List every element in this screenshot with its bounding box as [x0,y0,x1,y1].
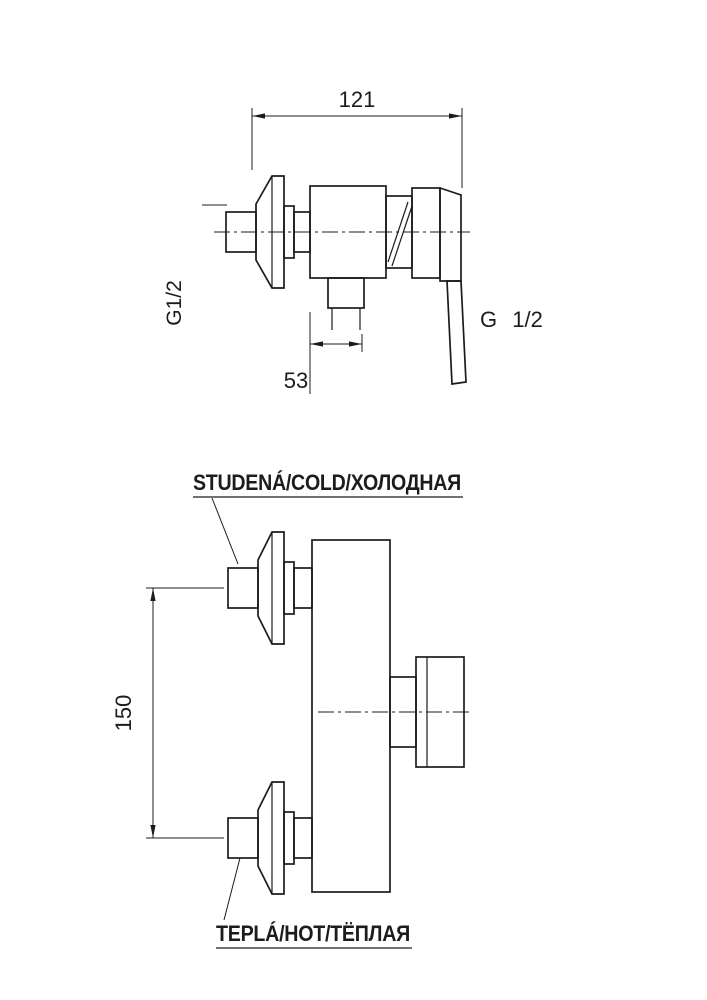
leader-line [223,857,241,921]
dimension-53-text: 53 [284,368,308,393]
cartridge-slant-line [387,201,409,263]
cold-inlet [227,531,313,645]
mixer-body-front [311,539,391,893]
handle-lever [446,280,467,385]
dimension-121-text: 121 [339,87,376,112]
front-view-group: STUDENÁ/COLD/ХОЛОДНАЯ [111,470,472,949]
inlet-nut-hot [227,817,259,859]
side-view-group: 121 53 G1/2 G 1/2 [163,87,543,394]
outlet-thread-label: G 1/2 [480,307,543,332]
dimension-150-text: 150 [111,695,136,732]
mixer-body-side [309,185,387,279]
hex-adapter-inner [293,817,313,859]
cold-label-group: STUDENÁ/COLD/ХОЛОДНАЯ [193,470,463,565]
leader-line [211,497,239,565]
hex-adapter-outer [283,811,295,865]
hex-adapter-inner [293,567,313,609]
escutcheon-cone-cold [257,531,285,645]
cold-water-label: STUDENÁ/COLD/ХОЛОДНАЯ [193,470,461,495]
cartridge-slant-line [391,205,413,267]
inlet-thread-label: G1/2 [163,280,186,326]
dimension-150: 150 [111,587,224,839]
hex-adapter-outer [283,561,295,615]
handle-dome [411,187,441,279]
handle-cap [439,186,462,282]
outlet-port [327,277,365,309]
inlet-nut-cold [227,567,259,609]
dimension-53: 53 [284,312,363,394]
dimension-121: 121 [251,87,463,188]
hot-water-label: TEPLÁ/HOT/ТЁПЛАЯ [216,921,410,946]
escutcheon-cone-hot [257,781,285,895]
hot-label-group: TEPLÁ/HOT/ТЁПЛАЯ [216,857,412,949]
hot-inlet [227,781,313,895]
